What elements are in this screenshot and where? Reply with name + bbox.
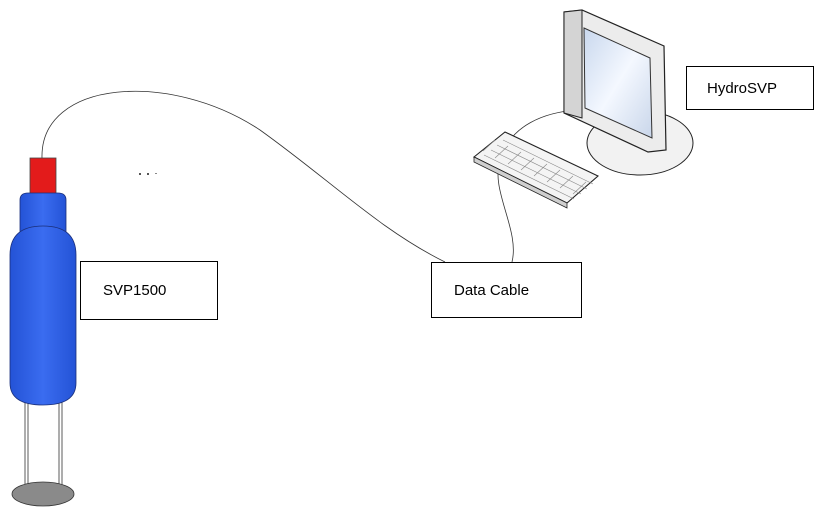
data-cable-line: [41, 90, 446, 263]
computer-label-box: HydroSVP: [686, 66, 814, 110]
keyboard-keys: [482, 139, 594, 200]
cable-label-box: Data Cable: [431, 262, 582, 318]
probe-label: SVP1500: [103, 282, 167, 299]
keyboard-icon: [472, 131, 599, 209]
probe-base-plate: [11, 481, 75, 507]
monitor-side: [563, 9, 583, 119]
stray-marks: [139, 173, 157, 175]
desktop-computer-icon: [563, 9, 694, 176]
keyboard-edge: [473, 156, 568, 209]
monitor-screen: [583, 27, 653, 139]
probe-body: [9, 225, 77, 406]
probe-frame-rod-right: [58, 389, 63, 491]
cable-label: Data Cable: [454, 281, 530, 299]
probe-label-box: SVP1500: [80, 261, 218, 320]
probe-frame-rod-left: [24, 389, 29, 491]
probe-connector-cap: [29, 157, 57, 196]
probe-neck: [19, 192, 67, 233]
computer-label: HydroSVP: [707, 79, 778, 97]
sound-velocity-probe-icon: [9, 157, 77, 507]
